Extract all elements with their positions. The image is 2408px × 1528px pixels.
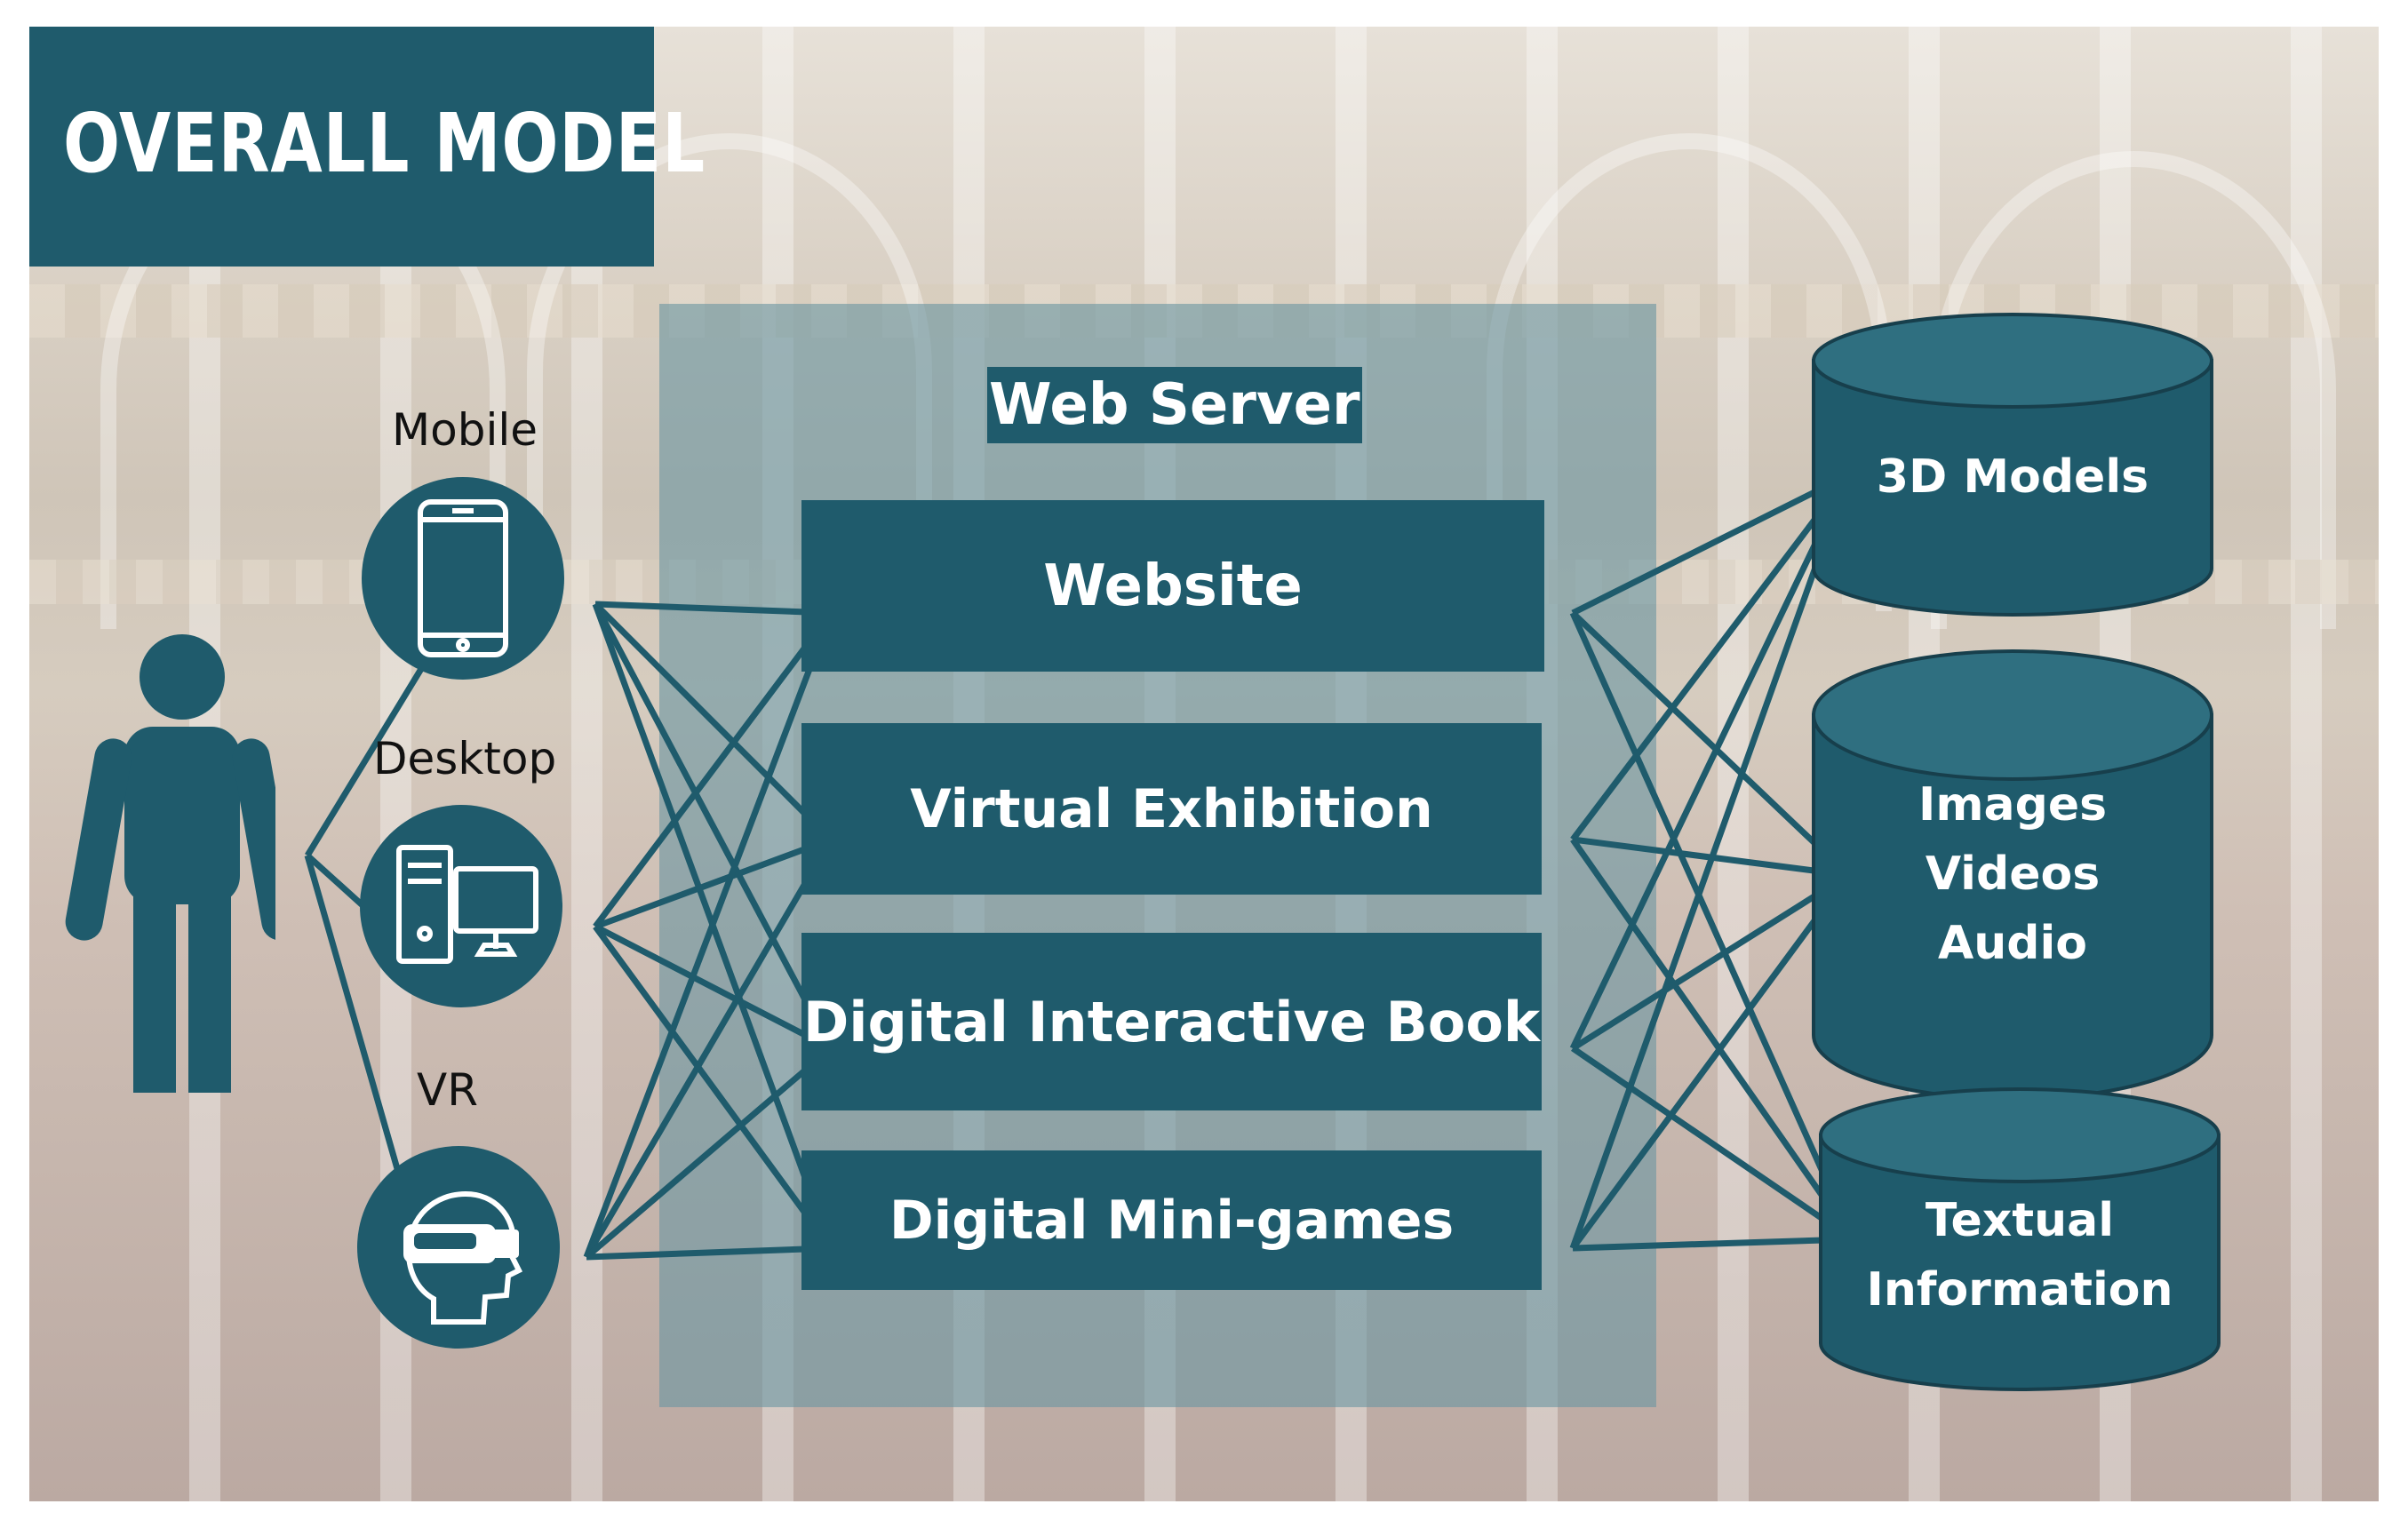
link-book-3d	[1569, 474, 1852, 1050]
database-cylinder-icon	[1819, 1087, 2221, 1391]
database-cylinder-icon	[1812, 313, 2213, 617]
database-label-line: Textual	[1925, 1194, 2115, 1247]
database-3d-models: 3D Models	[1808, 309, 2217, 622]
database-label: Images Videos Audio	[1808, 770, 2217, 978]
link-games-media	[1570, 872, 1851, 1251]
link-desktop-book	[594, 923, 833, 1052]
database-label: 3D Models	[1876, 450, 2149, 504]
database-label-line: Videos	[1925, 848, 2101, 901]
database-label-line: Images	[1918, 778, 2108, 832]
database-label-line: Information	[1866, 1263, 2173, 1317]
link-virtual-text	[1570, 837, 1855, 1242]
database-images-videos-audio: Images Videos Audio	[1808, 637, 2217, 1106]
page-title: OVERALL MODEL	[63, 96, 706, 191]
link-website-text	[1569, 611, 1856, 1241]
link-desktop-virtual	[594, 836, 833, 930]
device-mobile	[362, 477, 564, 680]
link-vr-website	[583, 611, 834, 1259]
database-label-line: Audio	[1937, 917, 2088, 970]
device-vr	[357, 1146, 560, 1349]
web-server-label: Web Server	[987, 367, 1362, 443]
link-desktop-website	[593, 610, 833, 929]
link-games-3d	[1569, 474, 1852, 1250]
link-book-text	[1571, 1046, 1854, 1242]
link-virtual-3d	[1570, 473, 1851, 842]
link-website-3d	[1571, 472, 1850, 617]
database-cylinder-icon	[1812, 649, 2213, 1101]
link-vr-book	[584, 1046, 833, 1260]
database-label: Textual Information	[1815, 1186, 2224, 1325]
link-website-media	[1570, 610, 1851, 878]
link-user-vr	[304, 855, 407, 1191]
device-desktop	[360, 805, 562, 1007]
smartphone-icon	[418, 499, 508, 657]
service-digital-mini-games: Digital Mini-games	[801, 1150, 1542, 1290]
link-games-text	[1572, 1236, 1854, 1252]
desktop-computer-icon	[396, 845, 538, 964]
device-label-vr: VR	[417, 1064, 478, 1116]
title-banner: OVERALL MODEL	[29, 27, 705, 267]
person-icon	[65, 634, 275, 1093]
link-desktop-games	[593, 924, 833, 1251]
device-label-mobile: Mobile	[392, 404, 538, 456]
link-vr-virtual	[583, 838, 834, 1259]
database-textual-information: Textual Information	[1815, 1084, 2224, 1397]
link-mobile-virtual	[593, 601, 833, 842]
link-user-mobile	[305, 663, 427, 857]
link-vr-games	[586, 1245, 832, 1261]
service-digital-interactive-book: Digital Interactive Book	[801, 933, 1542, 1110]
device-label-desktop: Desktop	[373, 733, 557, 784]
service-website: Website	[801, 500, 1544, 672]
link-book-media	[1571, 872, 1850, 1051]
link-mobile-book	[592, 602, 834, 1050]
link-mobile-website	[594, 601, 832, 617]
vr-headset-icon	[403, 1190, 523, 1325]
service-virtual-exhibition: Virtual Exhibition	[801, 723, 1542, 895]
